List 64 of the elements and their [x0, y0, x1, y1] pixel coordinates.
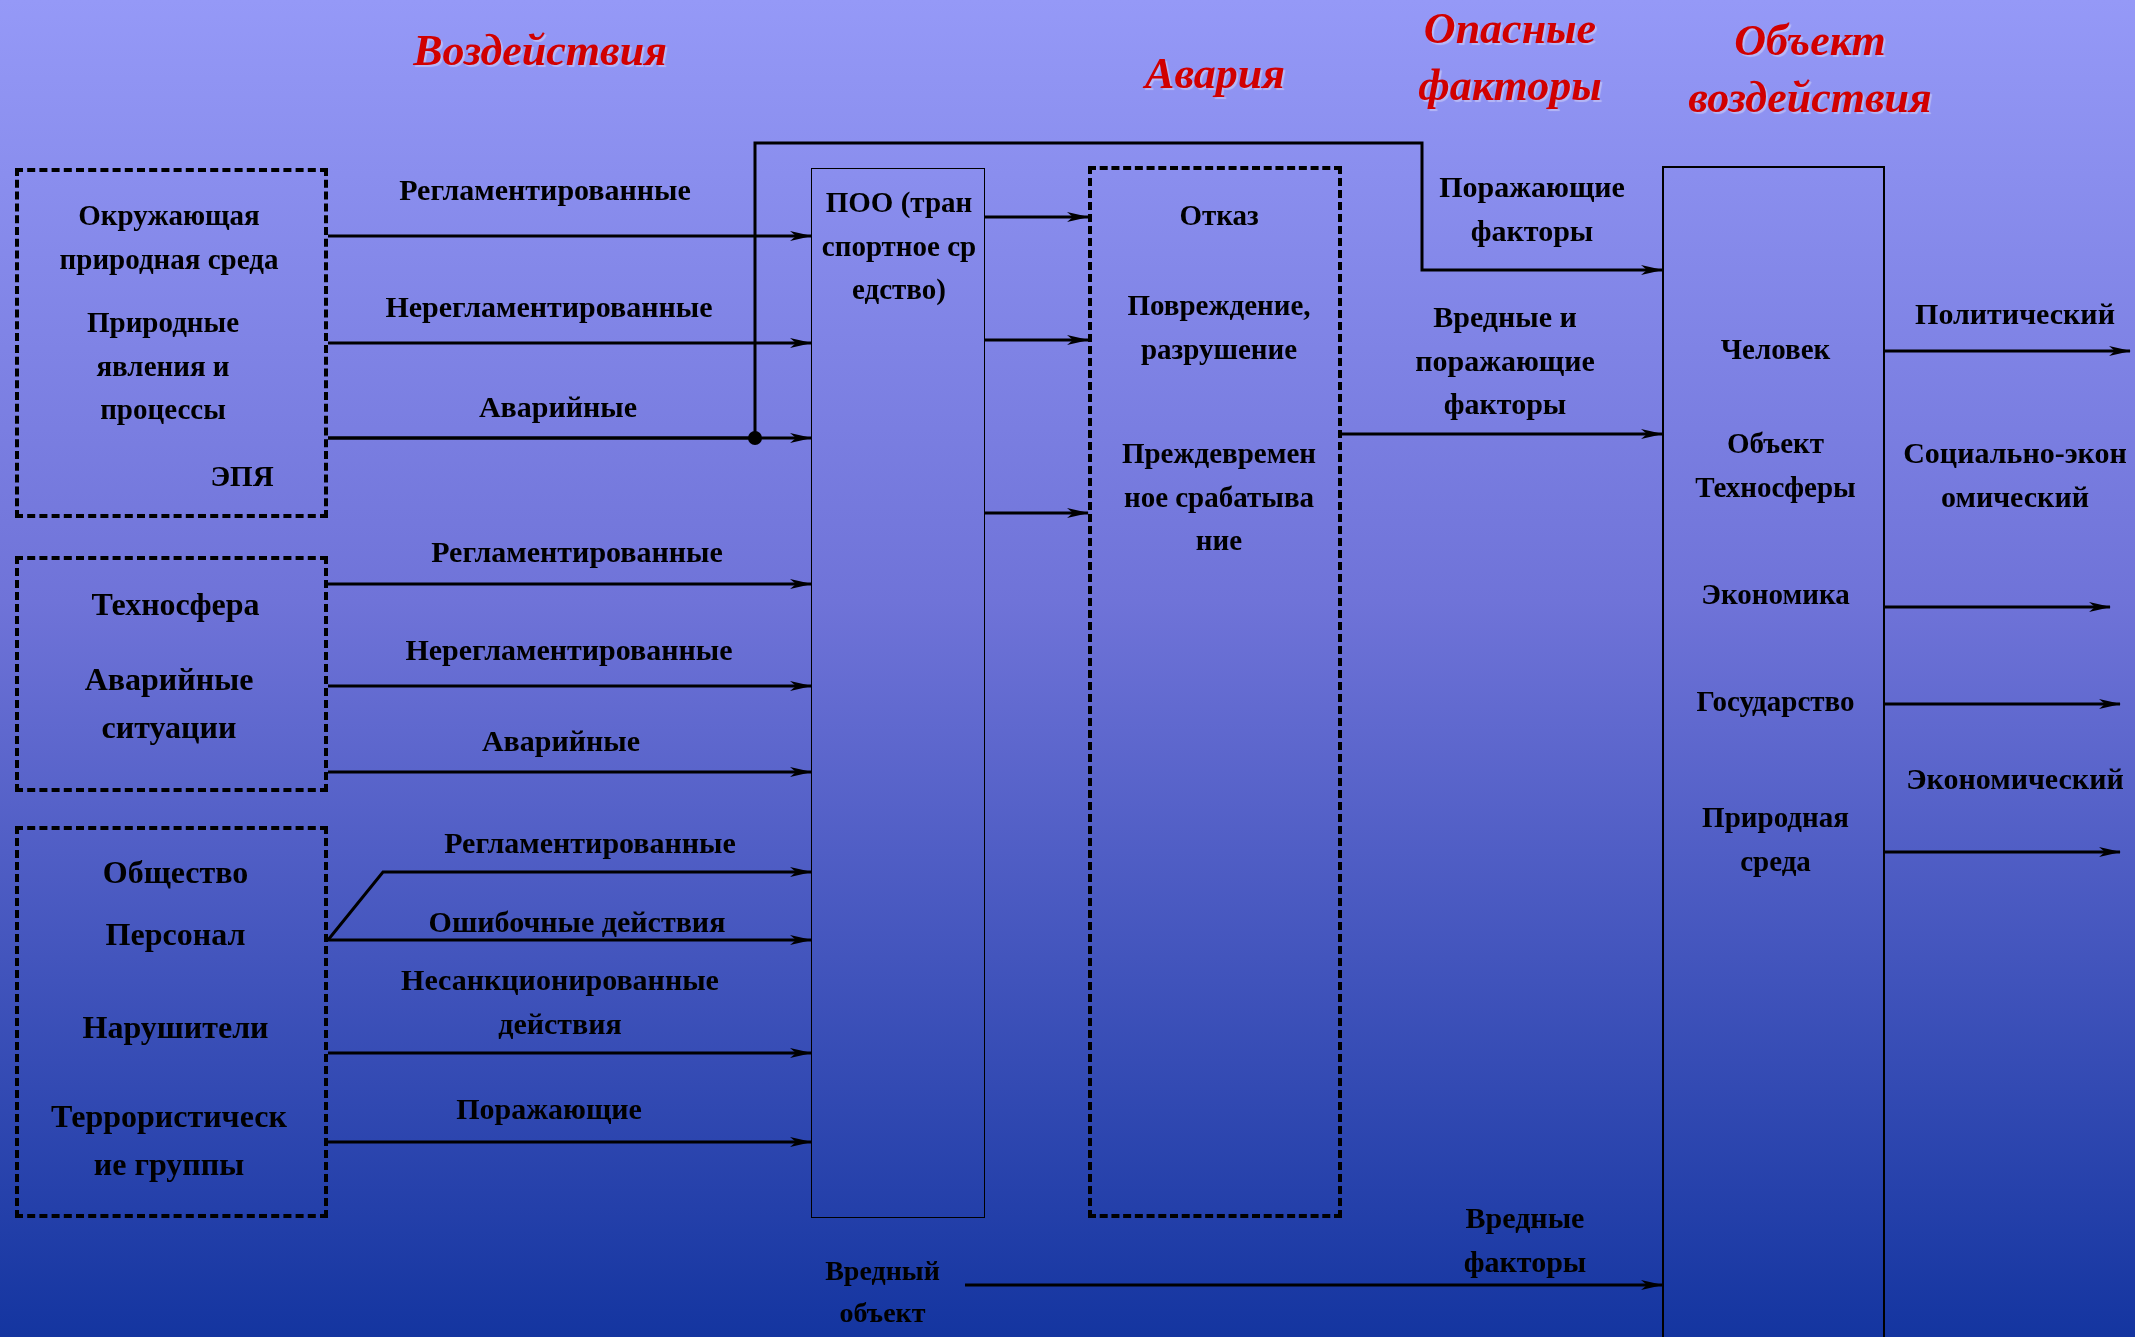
- node-text: Повреждение, разрушение: [1126, 288, 1312, 367]
- node-text: Экономика: [1700, 577, 1851, 612]
- node-text: Техносфера: [90, 585, 261, 624]
- edge-label: Аварийные: [477, 389, 639, 425]
- node-text: Окружающая природная среда: [58, 198, 280, 277]
- arrow: [1885, 699, 2121, 709]
- arrow: [1885, 602, 2111, 612]
- node-text: Аварийные ситуации: [83, 660, 255, 747]
- dashed-group-box: [1088, 166, 1342, 1218]
- edge-label: Нерегламентированные: [404, 632, 734, 668]
- node-text: Объект Техносферы: [1694, 426, 1857, 505]
- node-text: Террористические группы: [50, 1097, 288, 1184]
- arrow: [985, 212, 1089, 222]
- arrow: [965, 1280, 1663, 1290]
- edge-label: Регламентированные: [430, 534, 724, 570]
- arrow: [328, 1137, 812, 1147]
- node-text: Природные явления и процессы: [85, 305, 241, 427]
- arrow: [328, 767, 812, 777]
- edge-label: Вредные и поражающие факторы: [1414, 299, 1596, 422]
- dashed-group-box: [15, 556, 328, 792]
- arrow: [1885, 346, 2131, 356]
- node-text: Преждевременное срабатывание: [1120, 436, 1318, 558]
- dashed-group-box: [15, 826, 328, 1218]
- arrow: [328, 231, 812, 241]
- section-heading: Опасные факторы: [1417, 3, 1603, 113]
- node-text: Нарушители: [81, 1008, 270, 1047]
- edge-label: Регламентированные: [443, 825, 737, 861]
- edge-label: Аварийные: [480, 723, 642, 759]
- process-box: [811, 168, 985, 1218]
- edge-label: Нерегламентированные: [384, 289, 714, 325]
- dashed-group-box: [15, 168, 328, 518]
- node-text: ЭПЯ: [209, 459, 275, 494]
- arrow: [328, 935, 812, 945]
- node-text: Человек: [1719, 332, 1832, 367]
- section-heading: Авария: [1100, 45, 1330, 103]
- node-text: Природная среда: [1701, 800, 1850, 879]
- arrow: [985, 335, 1089, 345]
- edge-label: Поражающие: [455, 1091, 643, 1127]
- arrow: [328, 338, 812, 348]
- target-box: [1662, 166, 1885, 1337]
- arrow: [985, 508, 1089, 518]
- node-text: Государство: [1695, 684, 1856, 719]
- node-text: Общество: [101, 853, 250, 892]
- edge-label: Вредные факторы: [1462, 1200, 1588, 1280]
- node-text: Персонал: [104, 915, 247, 954]
- arrow: [328, 1048, 812, 1058]
- arrow: [1342, 429, 1663, 439]
- node-text: ПОО (транспортное средство): [820, 185, 978, 307]
- edge-label: Поражающие факторы: [1438, 169, 1626, 249]
- edge-label: Ошибочные действия: [427, 904, 727, 940]
- edge-label: Политический: [1914, 296, 2116, 332]
- edge-label: Регламентированные: [398, 172, 692, 208]
- edge-label: Социально-экономический: [1902, 435, 2128, 515]
- edge-label: Экономический: [1905, 761, 2125, 797]
- section-heading: Объект воздействия: [1687, 15, 1933, 125]
- arrow: [328, 681, 812, 691]
- arrow: [326, 867, 812, 941]
- edge-label: Несанкционированные действия: [400, 962, 720, 1042]
- arrow: [328, 579, 812, 589]
- node-text: Отказ: [1178, 198, 1260, 233]
- node-text: Вредный объект: [824, 1254, 941, 1330]
- arrow: [328, 141, 1663, 440]
- section-heading: Воздействия: [412, 25, 668, 77]
- arrow: [1885, 847, 2121, 857]
